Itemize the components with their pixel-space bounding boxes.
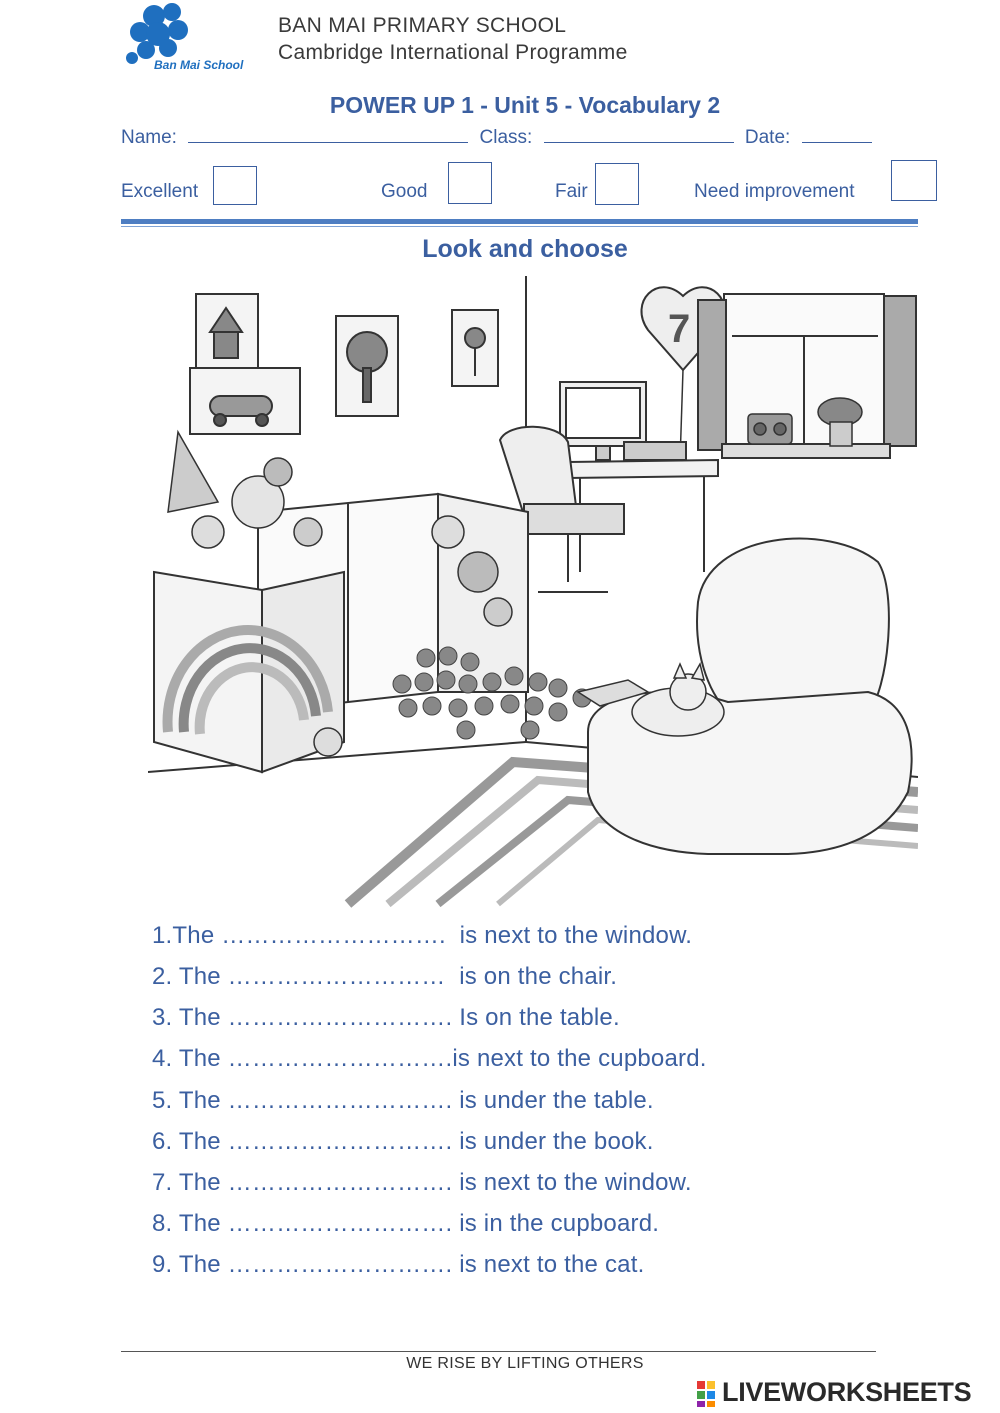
- desk-and-computer: [559, 381, 719, 572]
- worksheet-title: POWER UP 1 - Unit 5 - Vocabulary 2: [329, 92, 721, 118]
- wall-pictures: [189, 293, 499, 435]
- school-logo: Ban Mai School: [124, 2, 260, 74]
- instruction-heading: Look and choose: [422, 235, 628, 263]
- balloon-number: 7: [668, 307, 690, 351]
- sentence-9: 9. The ………………………. is next to the cat.: [152, 1251, 645, 1278]
- sentence-3: 3. The ………………………. Is on the table.: [152, 1004, 620, 1031]
- liveworksheets-logo[interactable]: LIVEWORKSHEETS: [696, 1377, 996, 1411]
- sentence-2: 2. The ……………………… is on the chair.: [152, 963, 618, 990]
- sentence-8: 8. The ………………………. is in the cupboard.: [152, 1210, 660, 1237]
- rating-good-label: Good: [381, 181, 428, 202]
- rating-good-box[interactable]: [448, 162, 492, 204]
- toy-box: [153, 570, 345, 774]
- name-label: Name:: [121, 127, 177, 148]
- book-on-floor: [576, 679, 650, 707]
- student-info-row: Name: Class: Date:: [121, 126, 872, 149]
- class-field[interactable]: [543, 126, 734, 143]
- toys-pile: [167, 429, 513, 757]
- office-chair: [498, 425, 625, 593]
- date-label: Date:: [744, 127, 791, 148]
- logo-text: Ban Mai School: [154, 58, 244, 72]
- room-scene-image: 7: [147, 276, 919, 908]
- rating-need-improvement-box[interactable]: [891, 160, 937, 201]
- rating-excellent-label: Excellent: [121, 181, 199, 202]
- rating-excellent-box[interactable]: [213, 166, 257, 205]
- date-field[interactable]: [801, 126, 872, 143]
- rating-fair-label: Fair: [555, 181, 588, 202]
- footer-motto: WE RISE BY LIFTING OTHERS: [406, 1355, 644, 1372]
- radio-and-plant: [747, 397, 863, 447]
- name-field[interactable]: [188, 126, 469, 143]
- sentence-7: 7. The ………………………. is next to the window.: [152, 1169, 692, 1196]
- sentence-6: 6. The ………………………. is under the book.: [152, 1128, 654, 1155]
- rating-need-improvement-label: Need improvement: [694, 181, 855, 202]
- rating-fair-box[interactable]: [595, 163, 639, 205]
- balls: [392, 646, 592, 740]
- sentence-4: 4. The ……………………….is next to the cupboard…: [152, 1045, 707, 1072]
- footer-divider: [121, 1351, 876, 1352]
- armchair: [587, 537, 913, 855]
- school-name: BAN MAI PRIMARY SCHOOL: [278, 14, 567, 37]
- sentence-1: 1.The ………………………. is next to the window.: [152, 922, 693, 949]
- liveworksheets-badge-icon: [697, 1381, 715, 1407]
- header-divider: [121, 219, 918, 224]
- liveworksheets-brand: LIVEWORKSHEETS: [722, 1377, 972, 1407]
- flower-logo-icon: Ban Mai School: [126, 3, 244, 72]
- class-label: Class:: [479, 127, 533, 148]
- header-divider-thin: [121, 226, 918, 227]
- window: [697, 293, 917, 459]
- sentence-5: 5. The ………………………. is under the table.: [152, 1087, 654, 1114]
- school-programme: Cambridge International Programme: [278, 41, 628, 64]
- cat: [631, 662, 725, 737]
- room-illustration: 7: [147, 272, 919, 908]
